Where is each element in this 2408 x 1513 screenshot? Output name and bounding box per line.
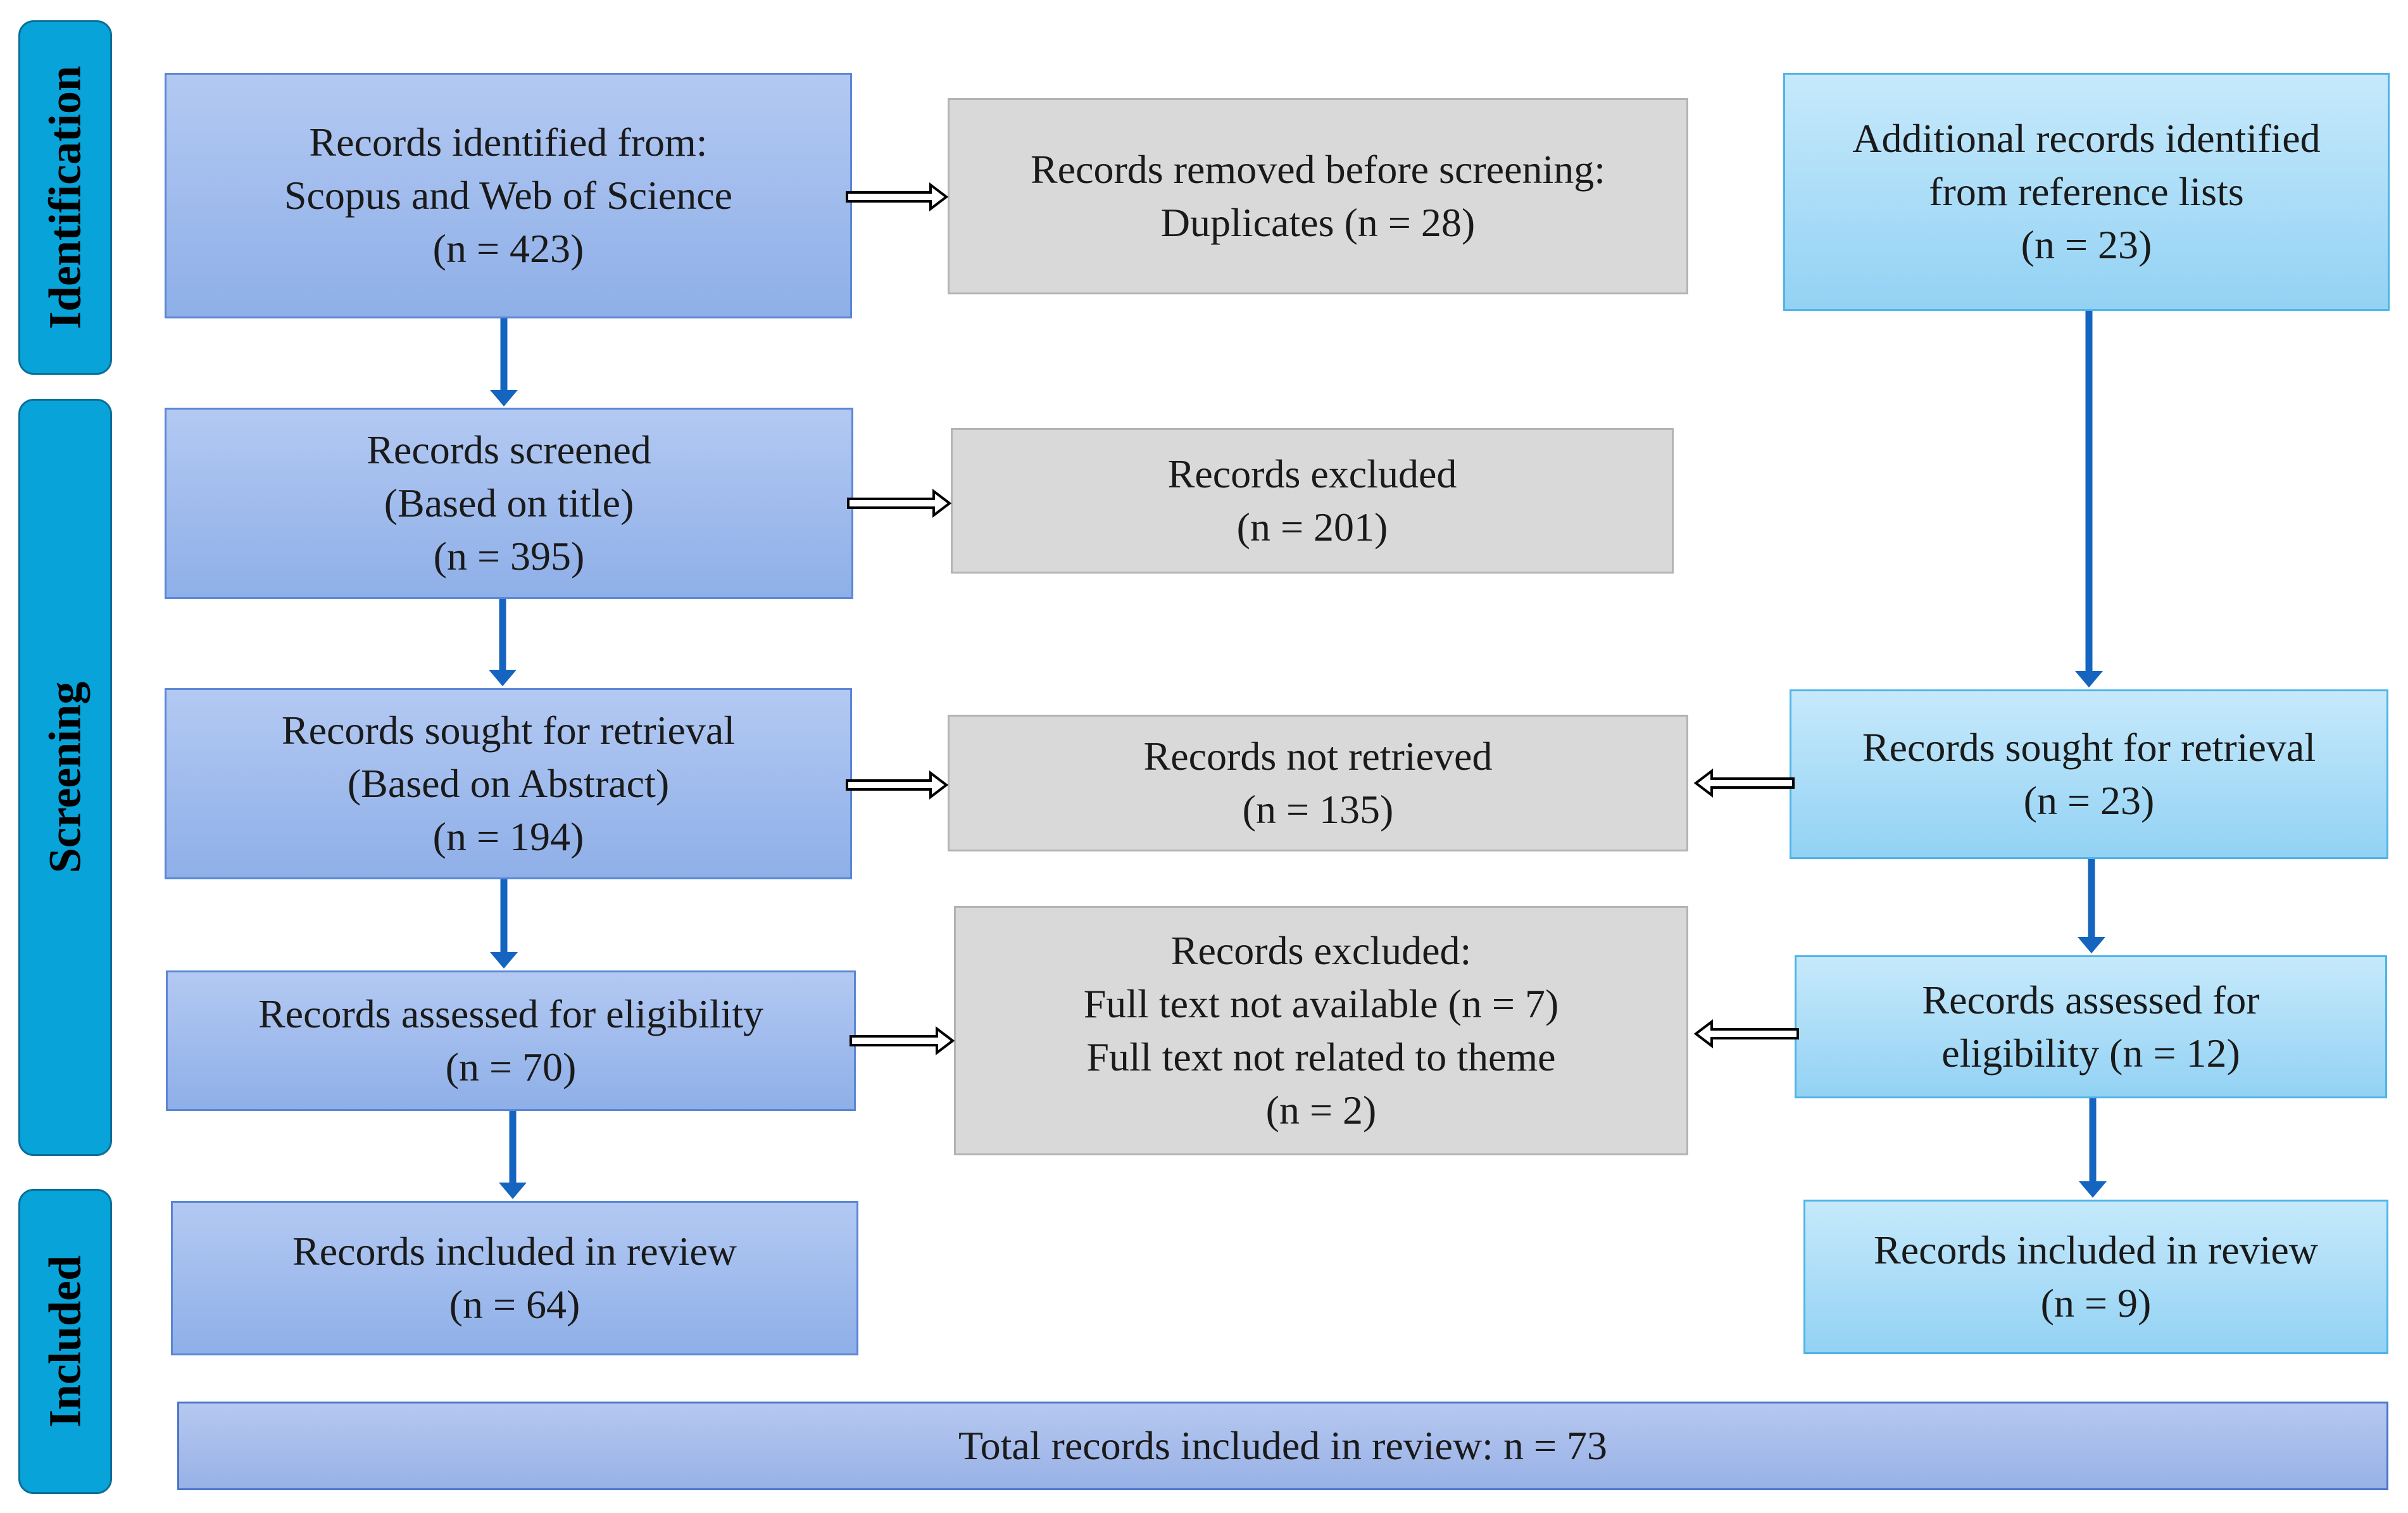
box-side-records-sought: Records sought for retrieval (n = 23) <box>1790 689 2388 859</box>
arrow-left-side-assessed-to-excluded-full <box>1693 1019 1799 1049</box>
box-line: (n = 2) <box>1265 1088 1377 1133</box>
box-records-excluded: Records excluded (n = 201) <box>951 428 1674 574</box>
box-additional-records: Additional records identified from refer… <box>1783 73 2390 311</box>
box-line: (n = 23) <box>2021 222 2152 267</box>
arrow-down-sought-to-assessed <box>490 879 518 969</box>
box-line: eligibility (n = 12) <box>1941 1031 2240 1076</box>
box-records-included: Records included in review (n = 64) <box>171 1201 858 1355</box>
box-line: Records removed before screening: <box>1030 147 1606 192</box>
box-line: Records included in review <box>1874 1227 2318 1272</box>
box-line: (n = 135) <box>1242 787 1394 832</box>
box-line: (Based on Abstract) <box>347 761 670 806</box>
box-line: (n = 201) <box>1236 505 1388 549</box>
phase-included: Included <box>18 1189 112 1494</box>
box-line: (n = 423) <box>432 226 584 271</box>
box-line: (n = 194) <box>432 814 584 859</box>
box-records-removed: Records removed before screening: Duplic… <box>948 98 1688 294</box>
arrow-right-sought-to-not-retrieved <box>846 770 949 800</box>
box-records-assessed: Records assessed for eligibility (n = 70… <box>166 970 856 1111</box>
box-records-screened: Records screened (Based on title) (n = 3… <box>165 408 853 599</box>
box-line: (n = 64) <box>449 1282 580 1327</box>
box-line: Scopus and Web of Science <box>284 173 733 218</box>
arrow-down-side-assessed-to-included <box>2079 1098 2107 1198</box>
box-total-included: Total records included in review: n = 73 <box>177 1402 2388 1490</box>
box-line: (n = 9) <box>2040 1281 2152 1326</box>
arrow-down-assessed-to-included <box>499 1111 527 1199</box>
arrow-down-additional-to-sought <box>2075 311 2103 687</box>
arrow-right-identified-to-removed <box>846 182 949 212</box>
box-records-excluded-full-text: Records excluded: Full text not availabl… <box>954 906 1688 1155</box>
box-records-identified: Records identified from: Scopus and Web … <box>165 73 852 318</box>
box-line: Records included in review <box>292 1229 737 1274</box>
phase-screening: Screening <box>18 399 112 1156</box>
box-line: Records identified from: <box>309 120 708 165</box>
box-line: (n = 23) <box>2023 778 2155 823</box>
box-line: Records assessed for eligibility <box>258 991 764 1036</box>
arrow-right-assessed-to-excluded-full <box>850 1026 955 1056</box>
box-line: (Based on title) <box>384 480 634 525</box>
phase-identification: Identification <box>18 20 112 375</box>
arrow-down-identified-to-screened <box>490 318 518 406</box>
box-side-records-assessed: Records assessed for eligibility (n = 12… <box>1795 955 2387 1098</box>
box-line: (n = 70) <box>445 1045 577 1089</box>
phase-included-label: Included <box>39 1255 91 1428</box>
phase-identification-label: Identification <box>39 65 91 330</box>
box-line: Records sought for retrieval <box>1862 725 2316 770</box>
box-line: Duplicates (n = 28) <box>1160 200 1476 245</box>
arrow-down-side-sought-to-assessed <box>2078 859 2105 953</box>
arrow-right-screened-to-excluded <box>847 488 952 518</box>
box-line: Additional records identified <box>1852 116 2321 161</box>
box-side-records-included: Records included in review (n = 9) <box>1803 1200 2388 1354</box>
total-label: Total records included in review: n = 73 <box>958 1423 1608 1468</box>
box-line: from reference lists <box>1929 169 2244 214</box>
box-line: Records excluded: <box>1170 928 1472 973</box>
box-line: (n = 395) <box>433 534 585 579</box>
box-line: Records not retrieved <box>1143 734 1493 779</box>
box-line: Records sought for retrieval <box>281 708 736 753</box>
arrow-down-screened-to-sought <box>489 599 517 686</box>
box-line: Full text not related to theme <box>1086 1034 1556 1079</box>
box-line: Full text not available (n = 7) <box>1083 981 1559 1026</box>
box-line: Records excluded <box>1167 451 1457 496</box>
box-records-not-retrieved: Records not retrieved (n = 135) <box>948 715 1688 851</box>
phase-screening-label: Screening <box>39 681 91 874</box>
box-line: Records screened <box>367 427 651 472</box>
box-line: Records assessed for <box>1922 977 2260 1022</box>
arrow-left-side-sought-to-not-retrieved <box>1693 768 1795 798</box>
box-records-sought: Records sought for retrieval (Based on A… <box>165 688 852 879</box>
